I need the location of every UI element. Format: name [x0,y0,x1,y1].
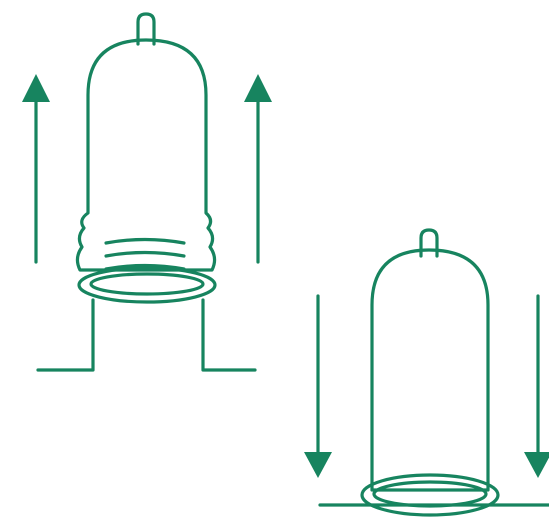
condom-rim [360,473,500,517]
condom-body [75,38,217,272]
arrow-up-icon [244,74,272,264]
arrow-down-icon [304,294,332,478]
arrow-down-icon [524,294,549,478]
arrow-up-icon [22,74,50,264]
ground-line-left [36,298,95,372]
rolled-condom [75,12,217,304]
condom-rim-inner [89,272,205,296]
condom-reservoir-tip [136,12,156,46]
condom-rim [77,266,217,304]
condom-rim-inner [372,480,488,508]
condom-rib [104,237,186,245]
condom-body [370,248,490,492]
unrolled-condom [360,228,500,517]
condom-rib [104,250,186,258]
panel-pull-up [22,12,272,372]
panel-roll-down [304,228,549,517]
condom-reservoir-tip [419,228,439,258]
condom-rib [104,263,186,271]
ground-line-right [201,298,257,372]
